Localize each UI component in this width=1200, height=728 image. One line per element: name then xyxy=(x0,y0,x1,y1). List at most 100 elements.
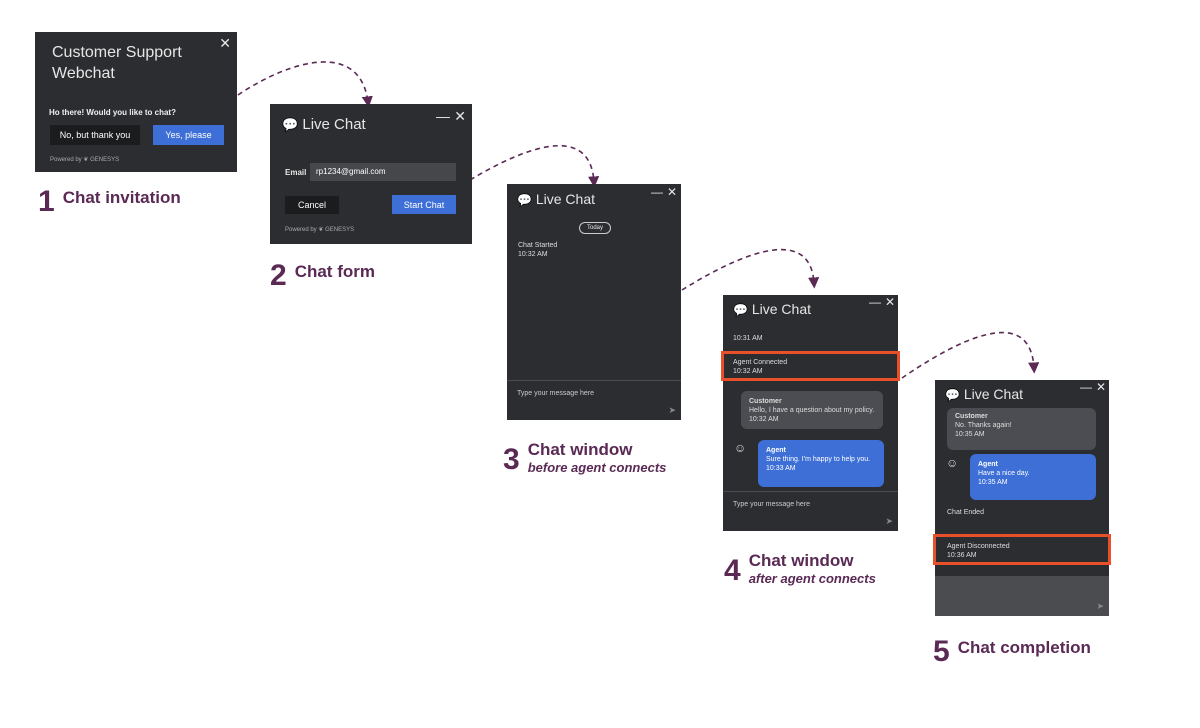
chat-header: 💬 Live Chat xyxy=(945,386,1023,402)
chat-bubble-icon: 💬 xyxy=(945,388,960,402)
chat-header: 💬 Live Chat xyxy=(733,301,811,317)
no-thanks-button[interactable]: No, but thank you xyxy=(50,125,140,145)
chat-bubble-icon: 💬 xyxy=(733,303,748,317)
form-title: Live Chat xyxy=(302,116,366,133)
minimize-icon[interactable]: — xyxy=(1080,380,1092,394)
form-header: 💬 Live Chat xyxy=(282,116,366,133)
step-number: 5 xyxy=(933,635,950,668)
today-badge: Today xyxy=(579,222,611,234)
customer-name: Customer xyxy=(955,413,988,420)
chat-completion-panel: 💬 Live Chat — ✕ Customer No. Thanks agai… xyxy=(935,380,1109,616)
chat-header: 💬 Live Chat xyxy=(517,191,595,207)
chat-window-after-panel: 💬 Live Chat — ✕ 10:31 AM Agent Connected… xyxy=(723,295,898,531)
invitation-title: Customer Support Webchat xyxy=(52,42,182,84)
step-title: Chat window xyxy=(748,551,854,570)
customer-text: Hello, I have a question about my policy… xyxy=(749,407,875,414)
step-2-caption: 2 Chat form xyxy=(270,259,375,292)
step-4-caption: 4 Chat window after agent connects xyxy=(724,551,876,587)
agent-text: Sure thing. I'm happy to help you. xyxy=(766,456,871,463)
agent-text: Have a nice day. xyxy=(978,470,1030,477)
minimize-icon[interactable]: — xyxy=(436,108,450,124)
message-input[interactable]: Type your message here xyxy=(517,390,595,397)
powered-by-label: Powered by xyxy=(50,157,82,163)
powered-by-label: Powered by xyxy=(285,227,317,233)
message-input-area xyxy=(723,491,898,531)
step-title: Chat window xyxy=(527,440,633,459)
step-number: 4 xyxy=(724,554,741,587)
chat-bubble-icon: 💬 xyxy=(282,117,299,132)
invitation-panel: Customer Support Webchat ✕ Ho there! Wou… xyxy=(35,32,237,172)
genesys-brand: GENESYS xyxy=(90,157,120,163)
agent-name: Agent xyxy=(978,461,998,468)
close-icon[interactable]: ✕ xyxy=(454,108,466,124)
message-input[interactable]: Type your message here xyxy=(733,501,811,508)
yes-please-button[interactable]: Yes, please xyxy=(153,125,224,145)
send-icon[interactable]: ➤ xyxy=(885,516,893,526)
step-number: 2 xyxy=(270,259,287,292)
invitation-title-line1: Customer Support xyxy=(52,44,182,61)
input-area-disabled xyxy=(935,576,1109,616)
email-label: Email xyxy=(285,168,307,177)
genesys-logo-icon: ❦ xyxy=(318,227,324,233)
step-title: Chat completion xyxy=(957,638,1091,657)
agent-disconnected-highlight xyxy=(933,534,1111,565)
message-input-area xyxy=(507,380,681,420)
invitation-question: Ho there! Would you like to chat? xyxy=(49,108,176,117)
powered-by: Powered by ❦ GENESYS xyxy=(50,156,119,163)
customer-text: No. Thanks again! xyxy=(955,422,1012,429)
step-1-caption: 1 Chat invitation xyxy=(38,185,181,218)
minimize-icon[interactable]: — xyxy=(651,185,663,199)
chat-bubble-icon: 💬 xyxy=(517,193,532,207)
chat-ended-label: Chat Ended xyxy=(947,509,984,516)
agent-message: Agent Sure thing. I'm happy to help you.… xyxy=(758,440,884,487)
agent-message: Agent Have a nice day. 10:35 AM xyxy=(970,454,1096,500)
chat-started-label: Chat Started xyxy=(518,242,558,249)
agent-connected-highlight xyxy=(721,351,900,381)
step-number: 1 xyxy=(38,185,55,218)
agent-avatar-icon: ☺ xyxy=(946,456,959,470)
genesys-brand: GENESYS xyxy=(325,227,355,233)
step-subtitle: after agent connects xyxy=(748,571,876,586)
step-3-caption: 3 Chat window before agent connects xyxy=(503,440,666,476)
agent-avatar-icon: ☺ xyxy=(734,441,747,455)
close-icon[interactable]: ✕ xyxy=(884,295,895,309)
close-icon[interactable]: ✕ xyxy=(219,35,231,51)
send-icon[interactable]: ➤ xyxy=(668,405,676,415)
arrow-4-5 xyxy=(901,331,1040,379)
agent-disconnected-label: Agent Disconnected xyxy=(947,543,1010,550)
powered-by: Powered by ❦ GENESYS xyxy=(285,226,354,233)
chat-window-before-panel: 💬 Live Chat — ✕ Today Chat Started 10:32… xyxy=(507,184,681,420)
customer-time: 10:35 AM xyxy=(955,431,985,438)
customer-time: 10:32 AM xyxy=(749,416,779,423)
chat-started-time: 10:32 AM xyxy=(518,251,548,258)
send-icon: ➤ xyxy=(1096,601,1104,611)
agent-time: 10:35 AM xyxy=(978,479,1008,486)
agent-time: 10:33 AM xyxy=(766,465,796,472)
partial-time: 10:31 AM xyxy=(733,335,763,342)
arrow-1-2 xyxy=(237,61,373,108)
agent-connected-label: Agent Connected xyxy=(733,359,788,366)
step-subtitle: before agent connects xyxy=(527,460,667,475)
arrow-2-3 xyxy=(469,145,600,188)
chat-title: Live Chat xyxy=(751,301,811,317)
step-title: Chat invitation xyxy=(62,188,181,207)
step-5-caption: 5 Chat completion xyxy=(933,635,1091,668)
minimize-icon[interactable]: — xyxy=(869,295,881,309)
step-number: 3 xyxy=(503,443,520,476)
chat-title: Live Chat xyxy=(963,386,1023,402)
genesys-logo-icon: ❦ xyxy=(83,157,89,163)
close-icon[interactable]: ✕ xyxy=(666,185,677,199)
close-icon[interactable]: ✕ xyxy=(1095,380,1106,394)
agent-disconnected-time: 10:36 AM xyxy=(947,552,977,559)
agent-name: Agent xyxy=(766,447,786,454)
customer-message: Customer Hello, I have a question about … xyxy=(741,391,883,429)
chat-form-panel: 💬 Live Chat — ✕ Email rp1234@gmail.com C… xyxy=(270,104,472,244)
customer-message: Customer No. Thanks again! 10:35 AM xyxy=(947,408,1096,450)
cancel-button[interactable]: Cancel xyxy=(285,196,339,214)
arrow-3-4 xyxy=(681,248,820,291)
email-field[interactable]: rp1234@gmail.com xyxy=(310,163,456,181)
start-chat-button[interactable]: Start Chat xyxy=(392,195,456,214)
agent-connected-time: 10:32 AM xyxy=(733,368,763,375)
customer-name: Customer xyxy=(749,398,782,405)
